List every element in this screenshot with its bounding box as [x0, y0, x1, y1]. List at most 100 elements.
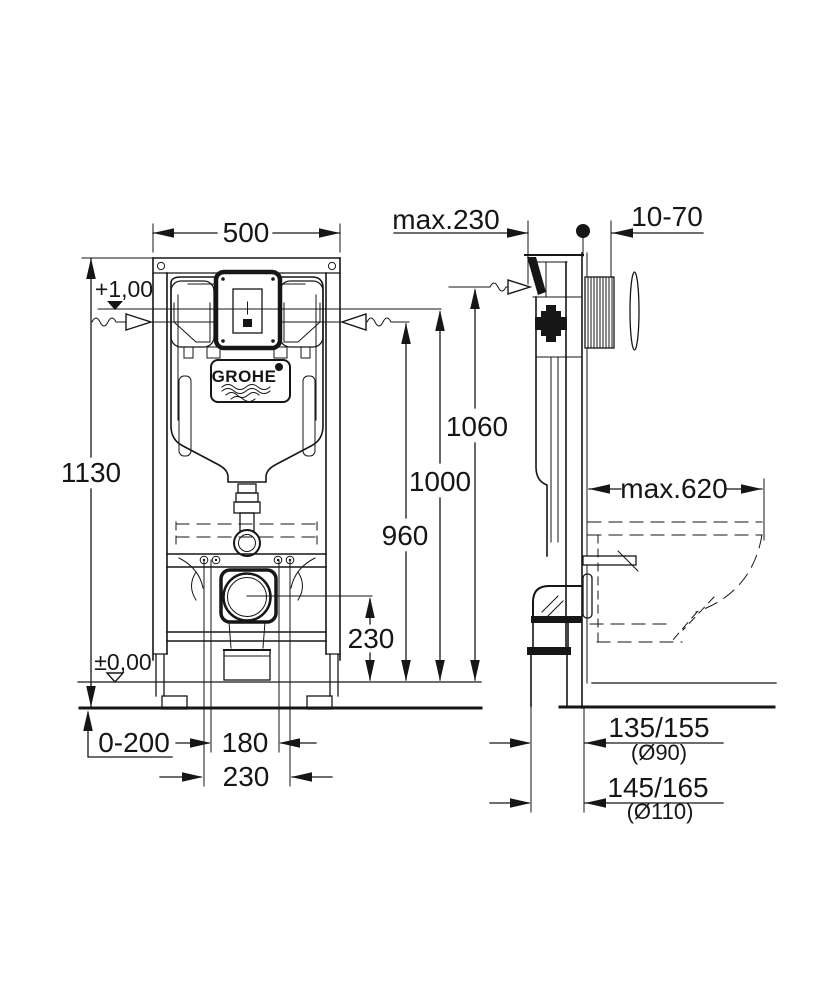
foot-right: [306, 695, 333, 710]
dim-drain-height-230: 230: [348, 597, 395, 681]
logo-dot: [275, 363, 283, 371]
bend-hatch: [541, 595, 564, 618]
dim-outlet-110: 145/165 (Ø110): [489, 772, 724, 824]
level-plus-100: +1,00: [95, 276, 153, 310]
dim-label: 180: [222, 727, 269, 758]
bend-pipe: [532, 622, 569, 648]
screw-hole-right: [327, 261, 337, 271]
stub-taper: [228, 621, 266, 649]
logo-wave: [225, 392, 260, 398]
fixing-bolts: [199, 555, 295, 565]
front-view: GROHE: [97, 257, 442, 787]
dim-outlet-width-230: 230: [159, 761, 333, 792]
logo-wave: [221, 384, 271, 390]
logo-wave: [221, 388, 271, 394]
drain-opening-inner: [227, 577, 267, 617]
corrugation-lines: [587, 276, 613, 349]
wing-arcs: [178, 557, 316, 589]
dim-outlet-90: 135/155 (Ø90): [489, 683, 724, 813]
bracket-screw: [221, 277, 225, 281]
recess-left: [173, 302, 211, 343]
front-profile: [535, 296, 548, 557]
dim-label: max.620: [620, 473, 727, 504]
pipe-seg: [239, 512, 255, 532]
level-triangle-hollow: [105, 672, 125, 684]
hanger-wedge: [527, 257, 546, 295]
bracket-screw: [271, 339, 275, 343]
shoulder-block-left: [170, 280, 215, 348]
dim-label: 1000: [409, 466, 471, 497]
brand-logo: GROHE: [210, 359, 291, 403]
flush-pipe: [233, 483, 261, 557]
dim-ref-1060: [448, 279, 533, 295]
foot-left: [161, 695, 188, 710]
bracket-detail: [532, 261, 583, 298]
dim-label: 0-200: [98, 727, 170, 758]
recess-right: [283, 302, 321, 343]
dim-1000: 1000: [409, 310, 471, 681]
outlet-stub: [223, 649, 271, 681]
wall-boss: [582, 573, 593, 619]
dim-960: 960: [382, 323, 429, 681]
ceramic-zone-ends: [175, 521, 318, 551]
lid-clip: [300, 346, 311, 359]
pipe-side-lines: [550, 357, 559, 543]
bracket-plug: [243, 319, 252, 327]
screw-hole-left: [156, 261, 166, 271]
bend-band: [531, 616, 582, 623]
upper-crossbar: [166, 553, 327, 568]
dim-label: 230: [348, 623, 395, 654]
level-zero: ±0,00: [94, 649, 152, 684]
dim-label: 960: [382, 520, 429, 551]
level-label: ±0,00: [94, 649, 151, 675]
lid-clip: [183, 346, 194, 359]
pipe-connector-inner: [238, 534, 256, 552]
feet: [152, 653, 341, 710]
level-label: +1,00: [95, 276, 153, 302]
pipe-seg: [235, 492, 259, 503]
lower-crossbar: [166, 631, 327, 642]
dim-label-dia: (Ø90): [631, 740, 687, 765]
dim-label: 500: [223, 217, 270, 248]
lid-clip: [273, 346, 288, 359]
pipe-collar: [233, 501, 261, 514]
ceramic-zone-dashed: [175, 523, 318, 538]
dim-bolt-spacing-180: 180: [175, 727, 317, 758]
dim-1060: 1060: [446, 288, 508, 681]
dim-wc-depth: max.620: [588, 473, 765, 541]
side-view: [524, 224, 763, 709]
dim-width-500: 500: [152, 217, 341, 253]
brand-logo-text: GROHE: [212, 367, 277, 386]
drain-pipe-lines: [203, 559, 291, 787]
protection-plug: [535, 305, 567, 342]
lid-clip: [206, 346, 221, 359]
dim-label: 10-70: [631, 201, 703, 232]
drain-side-arcs: [191, 571, 303, 601]
dim-foot-adjust: 0-200: [83, 710, 173, 758]
dim-label: max.230: [392, 204, 499, 235]
dim-label: 1060: [446, 411, 508, 442]
supply-break-arrows: [91, 313, 410, 331]
dimensions: 500 1130 +1,00 ±0,00: [61, 201, 765, 824]
bracket-screw: [271, 277, 275, 281]
pipe-seg: [237, 483, 257, 494]
logo-wave: [230, 396, 256, 402]
dim-height-1130: 1130: [61, 257, 153, 707]
dim-label: 135/155: [608, 712, 709, 743]
dim-frame-depth: max.230: [392, 204, 529, 285]
dim-label: 145/165: [607, 772, 708, 803]
dim-wall-thickness: 10-70: [610, 201, 704, 278]
bracket-screw: [221, 339, 225, 343]
dim-label-dia: (Ø110): [627, 799, 694, 824]
fixing-rod: [582, 555, 637, 566]
outlet-pipe-side: [530, 654, 568, 707]
cistern-channel-left: [178, 375, 192, 457]
bracket-window: [232, 288, 263, 334]
supply-point-marker: [576, 224, 590, 238]
dim-label: 1130: [61, 457, 121, 488]
cistern-inner-walls: [177, 294, 317, 421]
logo-plate: [210, 359, 291, 403]
flush-bend: [532, 585, 582, 619]
level-triangle-filled: [107, 301, 123, 310]
